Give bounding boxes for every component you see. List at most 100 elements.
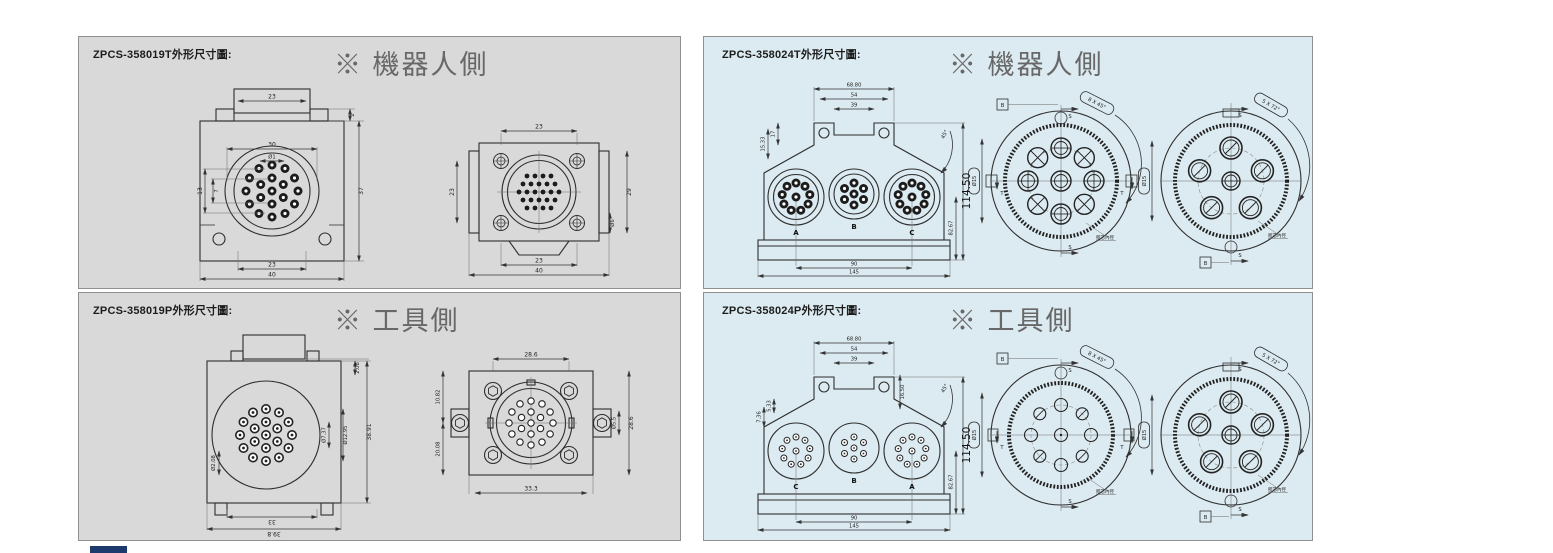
dim: Ø7.37 <box>321 427 328 443</box>
t-mark: T <box>1119 445 1124 451</box>
datum-label: B <box>1001 103 1005 109</box>
drawing-358019T-face: 23 23 29 Ø6 23 40 <box>449 124 633 277</box>
connector-label: B <box>851 477 856 485</box>
datum-label: B <box>1001 357 1005 363</box>
pin-field-19 <box>242 161 303 222</box>
drawing-358019T-front: 23 30 Ø1 13 7 2 37 23 40 <box>197 88 365 281</box>
dim: Ø6 <box>609 219 616 226</box>
t-mark: T <box>999 191 1004 197</box>
dim: 23 <box>535 258 543 265</box>
annotations: S S B Ø15 5 X 72° 膠芯內徑 <box>1138 346 1311 523</box>
dim: 145 <box>849 524 859 530</box>
dia-label: Ø15 <box>971 430 978 441</box>
dimensions: 28.6 10.82 20.08 Ø5.5 28.6 33.3 <box>436 352 635 495</box>
dim: 54 <box>851 347 858 353</box>
section-mark: S <box>1238 113 1241 119</box>
socket-field-19 <box>236 405 296 465</box>
side-title-tool: ※ 工具側 <box>334 306 460 336</box>
drawing-label: ZPCS-358024T外形尺寸圖: <box>722 49 861 61</box>
dia-label: Ø15 <box>971 176 978 187</box>
section-mark: S <box>1068 499 1071 505</box>
dim: 82.67 <box>949 221 955 236</box>
section-mark: S <box>1238 507 1241 513</box>
dim: 38.91 <box>366 423 373 440</box>
dim: 2 <box>350 113 356 116</box>
dim: 17 <box>771 131 777 138</box>
dimensions: 23 30 Ø1 13 7 2 37 23 40 <box>197 94 365 281</box>
dim: 30 <box>268 142 276 149</box>
dim: 28.6 <box>628 416 635 430</box>
drawing-358024T-insert-9pin: B S S T T Ø15 8 X 45° 膠芯內徑 <box>968 91 1142 257</box>
drawing-label: ZPCS-358024P外形尺寸圖: <box>722 305 862 317</box>
drawing-358024P-insert-6pin: S S B Ø15 5 X 72° 膠芯內徑 <box>1138 346 1311 523</box>
dim: 114.50 <box>961 173 973 210</box>
dim: 13 <box>197 187 204 195</box>
side-title-robot: ※ 機器人側 <box>949 50 1104 80</box>
flange-outline <box>468 142 610 256</box>
dim: 82.67 <box>949 475 955 490</box>
drawing-358019P-face: 28.6 10.82 20.08 Ø5.5 28.6 33.3 <box>436 352 635 495</box>
section-mark: S <box>1068 114 1071 120</box>
dim: 45° <box>940 129 950 140</box>
dim: 23 <box>268 94 276 101</box>
note-label: 膠芯內徑 <box>1096 234 1114 241</box>
connector-label: A <box>909 483 915 491</box>
dim: 2.08 <box>355 362 361 374</box>
dim: 39 <box>851 103 858 109</box>
dim: 45° <box>940 383 950 394</box>
dimensions: 68.80 54 39 17 15.33 45° 82.67 114.50 90… <box>757 83 973 278</box>
dim: 33 <box>268 518 276 525</box>
dim: 29 <box>626 188 633 196</box>
dim: 37 <box>358 187 365 195</box>
dim: 28.6 <box>524 352 538 359</box>
connector-label: C <box>793 483 798 491</box>
section-358024T: ZPCS-358024T外形尺寸圖: ※ 機器人側 A B C 68.80 54… <box>703 36 1313 289</box>
connector-outline <box>206 334 342 516</box>
section-358019P: ZPCS-358019P外形尺寸圖: ※ 工具側 Ø7.37 Ø12.95 2.… <box>78 292 681 541</box>
dim: 23 <box>449 188 456 196</box>
dimensions: 23 23 29 Ø6 23 40 <box>449 124 633 277</box>
dim: 68.80 <box>847 83 862 89</box>
section-358019T: ZPCS-358019T外形尺寸圖: ※ 機器人側 23 30 Ø1 13 7 … <box>78 36 681 289</box>
t-mark: T <box>1119 191 1124 197</box>
t-mark: T <box>999 445 1004 451</box>
dim: 54 <box>851 93 858 99</box>
drawing-358019P-front: Ø7.37 Ø12.95 2.08 38.91 Ø2.08 33 39.8 <box>206 334 373 537</box>
connector-label: B <box>851 223 856 231</box>
side-title-tool: ※ 工具側 <box>949 306 1075 336</box>
dim: 23 <box>268 262 276 269</box>
datum-label: B <box>1204 261 1208 267</box>
drawing-358024T-front: A B C 68.80 54 39 17 15.33 45° 82.67 114… <box>757 83 973 278</box>
annotations: S S B Ø15 5 X 72° 膠芯內徑 <box>1138 92 1311 269</box>
dim: Ø5.5 <box>611 417 618 429</box>
dim: 68.80 <box>847 337 862 343</box>
dim: Ø2.08 <box>210 455 217 471</box>
note-label: 膠芯內徑 <box>1096 488 1114 495</box>
dim: 5.33 <box>767 400 773 412</box>
page-accent-bar <box>90 546 127 553</box>
side-title-robot: ※ 機器人側 <box>334 50 489 80</box>
dim: 145 <box>849 270 859 276</box>
dim: 39.8 <box>267 530 281 537</box>
dim: 39 <box>851 357 858 363</box>
drawing-358024T-insert-6pin: S S B Ø15 5 X 72° 膠芯內徑 <box>1138 92 1311 269</box>
connector-label: A <box>793 229 799 237</box>
dim: 114.50 <box>961 427 973 464</box>
dimensions: 68.80 54 39 16.50 5.33 7.36 45° 82.67 11… <box>757 337 973 532</box>
dim: 16.50 <box>900 385 906 400</box>
connector-label: C <box>909 229 914 237</box>
drawing-label: ZPCS-358019P外形尺寸圖: <box>93 305 233 317</box>
drawing-label: ZPCS-358019T外形尺寸圖: <box>93 49 232 61</box>
annotations: B S S T T Ø15 8 X 45° 膠芯內徑 <box>968 345 1142 510</box>
dim: 7.36 <box>757 411 763 423</box>
section-358024P: ZPCS-358024P外形尺寸圖: ※ 工具側 C B A 68.80 54 … <box>703 292 1313 541</box>
dim: 10.82 <box>436 390 442 405</box>
dim: 40 <box>268 272 276 279</box>
annotations: B S S T T Ø15 8 X 45° 膠芯內徑 <box>968 91 1142 256</box>
section-mark: S <box>1068 368 1071 374</box>
section-mark: S <box>1238 253 1241 259</box>
drawing-358024P-front: C B A 68.80 54 39 16.50 5.33 7.36 45° 82… <box>757 337 973 532</box>
section-mark: S <box>1238 367 1241 373</box>
dia-label: Ø15 <box>1141 176 1148 187</box>
